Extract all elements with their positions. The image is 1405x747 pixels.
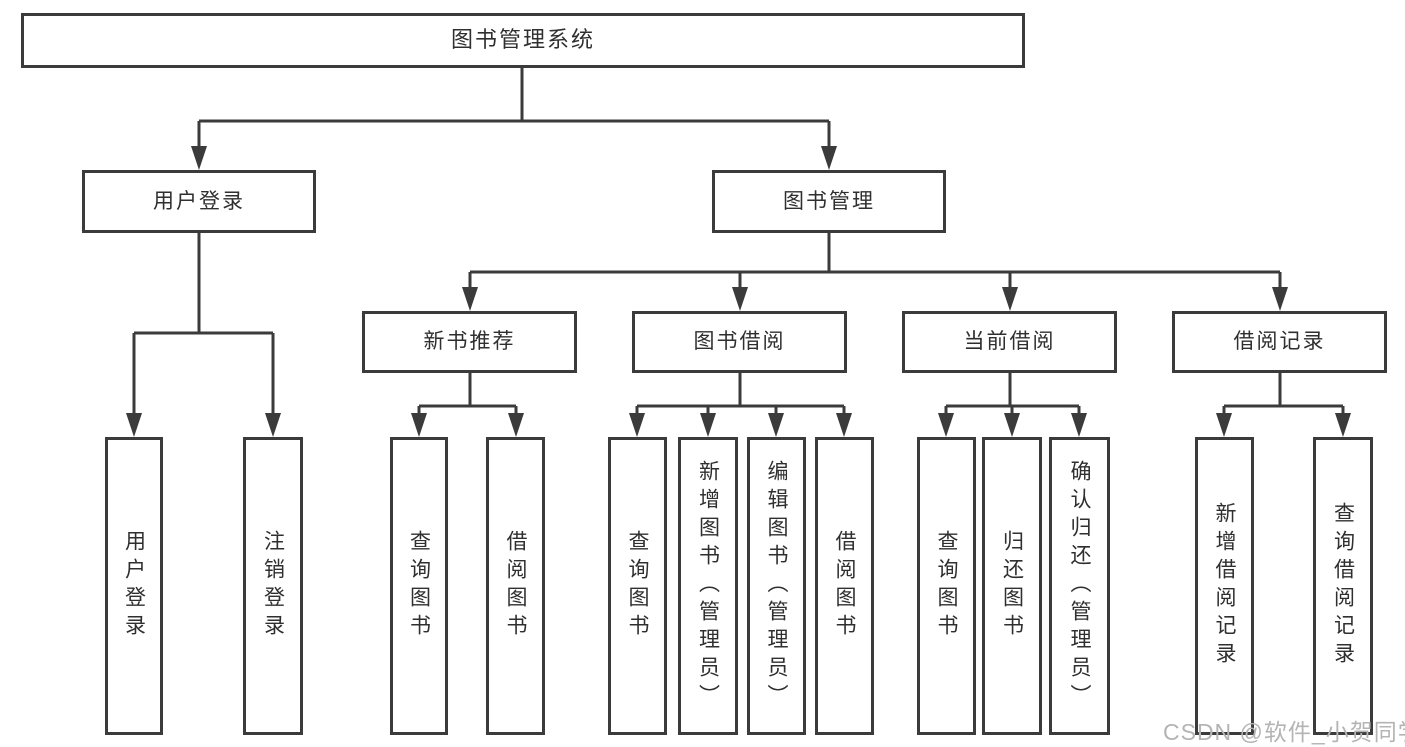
leaf-add-borrow-record: 新增借阅记录 [1195, 437, 1254, 735]
leaf-borrow-books-recommend: 借阅图书 [486, 437, 545, 735]
leaf-edit-book-admin: 编辑图书（管理员） [747, 437, 806, 735]
leaf-query-books-current: 查询图书 [917, 437, 976, 735]
leaf-edit-book-admin-label: 编辑图书（管理员） [765, 460, 788, 712]
leaf-user-login: 用户登录 [105, 437, 163, 735]
node-book-management: 图书管理 [712, 170, 946, 233]
leaf-query-books-current-label: 查询图书 [935, 530, 958, 642]
node-user-login-label: 用户登录 [153, 189, 245, 213]
node-root-label: 图书管理系统 [450, 27, 595, 53]
leaf-confirm-return-admin: 确认归还（管理员） [1049, 437, 1110, 735]
leaf-add-borrow-record-label: 新增借阅记录 [1213, 502, 1236, 670]
node-book-borrowing: 图书借阅 [632, 311, 847, 373]
leaf-query-books-borrowing: 查询图书 [608, 437, 667, 735]
leaf-borrow-books-borrowing-label: 借阅图书 [833, 530, 856, 642]
leaf-return-books: 归还图书 [982, 437, 1042, 735]
watermark: CSDN @软件_小贺同学 [1163, 719, 1405, 745]
node-new-book-recommend: 新书推荐 [362, 311, 577, 373]
leaf-logout-label: 注销登录 [261, 530, 285, 642]
leaf-logout: 注销登录 [243, 437, 303, 735]
leaf-confirm-return-admin-label: 确认归还（管理员） [1068, 460, 1091, 712]
node-root: 图书管理系统 [21, 13, 1025, 68]
leaf-query-books-recommend-label: 查询图书 [407, 530, 431, 642]
node-current-borrowing-label: 当前借阅 [963, 330, 1056, 354]
leaf-query-borrow-record-label: 查询借阅记录 [1331, 502, 1355, 670]
node-book-borrowing-label: 图书借阅 [693, 330, 786, 354]
node-new-book-recommend-label: 新书推荐 [423, 330, 516, 354]
arrowhead-icons [126, 146, 1351, 437]
leaf-borrow-books-borrowing: 借阅图书 [815, 437, 874, 735]
leaf-user-login-label: 用户登录 [122, 530, 146, 642]
leaf-add-book-admin: 新增图书（管理员） [678, 437, 738, 735]
leaf-query-books-recommend: 查询图书 [390, 437, 448, 735]
node-borrowing-records-label: 借阅记录 [1233, 330, 1326, 354]
leaf-add-book-admin-label: 新增图书（管理员） [696, 460, 720, 712]
leaf-query-borrow-record: 查询借阅记录 [1313, 437, 1373, 735]
leaf-query-books-borrowing-label: 查询图书 [626, 530, 649, 642]
node-user-login: 用户登录 [82, 170, 316, 233]
tree-connector-lines [132, 66, 1345, 416]
leaf-borrow-books-recommend-label: 借阅图书 [504, 530, 527, 642]
node-borrowing-records: 借阅记录 [1172, 311, 1387, 373]
node-current-borrowing: 当前借阅 [902, 311, 1117, 373]
node-book-management-label: 图书管理 [783, 189, 875, 213]
leaf-return-books-label: 归还图书 [1000, 530, 1024, 642]
